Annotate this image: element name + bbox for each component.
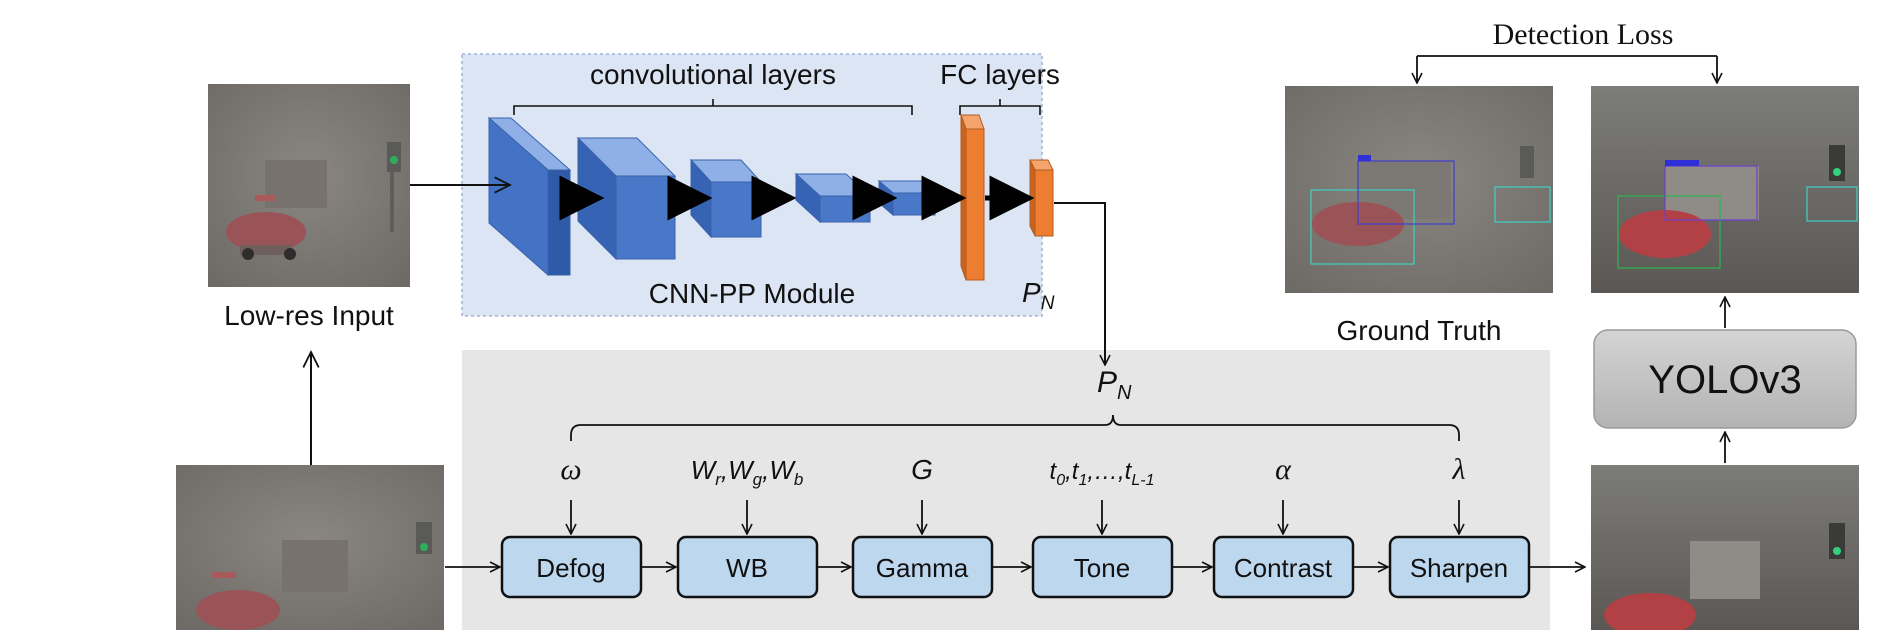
conv-block-1 [487,116,572,277]
svg-text:Gamma: Gamma [876,553,969,583]
svg-text:YOLOv3: YOLOv3 [1648,358,1801,402]
cnn-pp-module-label: CNN-PP Module [649,278,855,309]
contrast-param: α [1275,453,1292,486]
low-res-input-label: Low-res Input [224,300,394,331]
filter-defog: Defog [500,535,643,599]
fc-layers-label: FC layers [940,59,1060,90]
filter-contrast: Contrast [1212,535,1355,599]
filter-wb: WB [676,535,819,599]
param-brace [570,414,1460,441]
svg-text:Tone: Tone [1074,553,1130,583]
enhanced-image [1591,465,1859,630]
filter-pipeline-panel [462,350,1550,630]
detection-loss-label: Detection Loss [1493,18,1674,51]
param-arrows [571,500,1459,534]
conv-block-2 [576,136,677,261]
detection-result-image [1591,86,1859,293]
foggy-input-image [176,465,444,630]
gamma-param: G [911,454,933,485]
svg-text:WB: WB [726,553,768,583]
wb-param: Wr,Wg,Wb [691,455,804,489]
cnn-output-param: PN [1022,277,1055,314]
sharpen-param: λ [1452,453,1466,486]
conv-bracket [513,99,913,115]
fc-bracket [959,99,1041,115]
conv-layers-label: convolutional layers [590,59,836,90]
ground-truth-image [1285,86,1553,293]
ground-truth-label: Ground Truth [1337,315,1502,346]
filter-sharpen: Sharpen [1388,535,1531,599]
yolov3-detector: YOLOv3 [1593,329,1857,429]
svg-text:Contrast: Contrast [1234,553,1333,583]
pipeline-param-label: PN [1097,366,1132,404]
svg-text:Defog: Defog [536,553,605,583]
svg-text:Sharpen: Sharpen [1410,553,1508,583]
param-flow-arrow [1054,202,1105,365]
defog-param: ω [560,453,581,486]
filter-tone: Tone [1031,535,1174,599]
fc-layer-2 [1029,159,1054,237]
low-res-input-image [208,84,410,287]
filter-gamma: Gamma [851,535,994,599]
fc-layer-1 [960,114,985,281]
